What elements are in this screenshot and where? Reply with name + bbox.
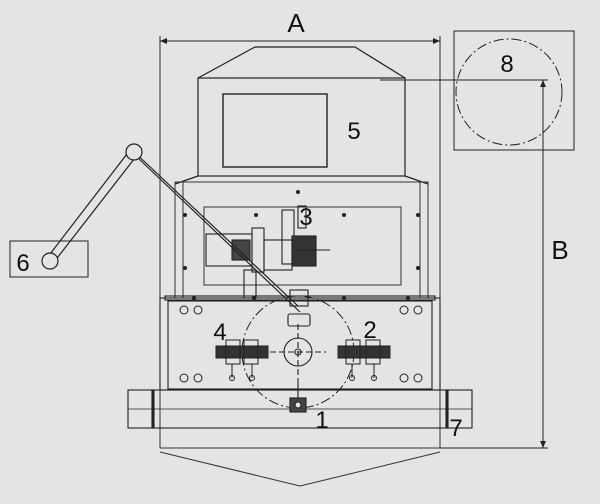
part-label-1: 1 [315,407,328,434]
clamp-right [337,339,391,381]
lever-arm [46,143,301,313]
plate-screws [179,305,423,383]
dimension-b-label: B [551,235,568,265]
part-label-6: 6 [16,250,29,277]
part-label-3: 3 [299,204,312,231]
clamp-left [215,339,269,381]
part-label-7: 7 [449,415,462,442]
part-label-2: 2 [363,317,376,344]
center-hub [270,289,326,380]
lever-handle-box [9,240,89,278]
detail-circle [455,38,563,146]
part-label-5: 5 [347,118,360,145]
conveyor-bar [127,389,473,429]
lower-pivot [289,380,307,413]
part-label-4: 4 [213,319,226,346]
dimension-a-label: A [287,8,305,38]
detail-view-box [453,30,575,151]
lever-knob [41,252,59,270]
housing-bolts [183,190,420,300]
drive-motor [205,205,330,299]
part-label-8: 8 [500,51,513,78]
dimension-b [380,79,548,449]
hopper [174,46,429,185]
